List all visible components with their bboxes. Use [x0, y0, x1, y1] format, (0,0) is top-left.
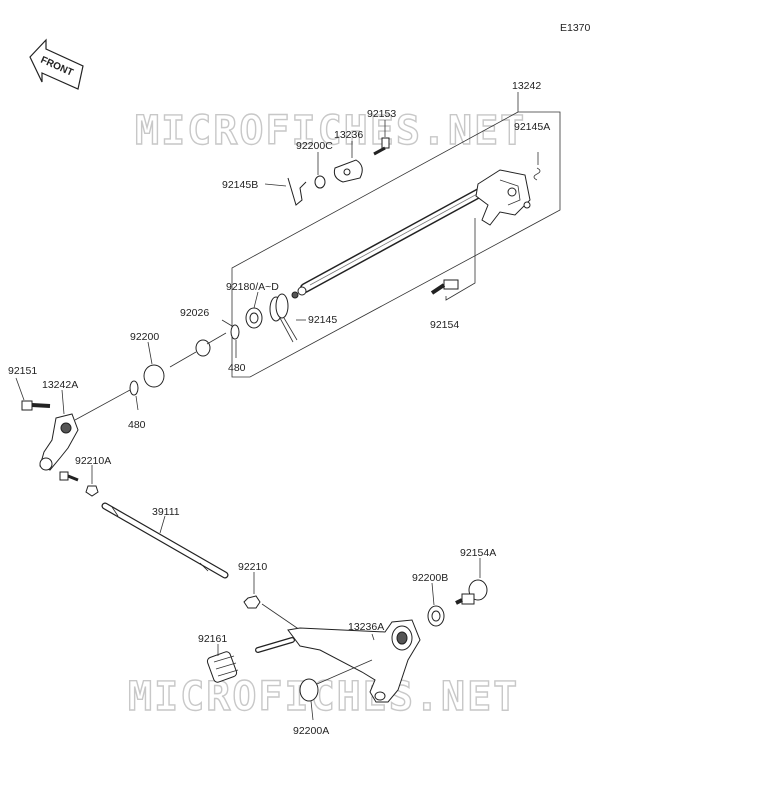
diagram-code: E1370 — [560, 22, 591, 34]
label-480-lower: 480 — [128, 419, 146, 431]
washer-92200C — [314, 175, 326, 189]
label-92200A: 92200A — [293, 725, 329, 737]
nut-92210 — [243, 595, 261, 609]
part-labels: 13242 92153 13236 92145A 92200C 92145B 9… — [8, 80, 550, 737]
rubber-92161 — [206, 651, 239, 683]
label-92154: 92154 — [430, 319, 459, 331]
washer-92200A — [299, 678, 319, 702]
pedal-13236A — [255, 619, 421, 703]
rod-39111 — [101, 502, 229, 579]
ring-92200-small — [195, 339, 211, 357]
label-13242A: 13242A — [42, 379, 78, 391]
ring-480-lower — [129, 380, 139, 396]
label-92145A: 92145A — [514, 121, 550, 133]
label-92161: 92161 — [198, 633, 227, 645]
label-13242: 13242 — [512, 80, 541, 92]
label-92154A: 92154A — [460, 547, 496, 559]
washer-92200 — [143, 364, 165, 388]
shift-shaft — [291, 169, 531, 299]
label-13236: 13236 — [334, 129, 363, 141]
spring-92145 — [269, 293, 298, 343]
label-92200B: 92200B — [412, 572, 448, 584]
bolt-92151 — [21, 400, 51, 411]
label-92210A: 92210A — [75, 455, 111, 467]
label-92145B: 92145B — [222, 179, 258, 191]
label-39111: 39111 — [152, 506, 180, 518]
spring-92145B — [287, 177, 307, 206]
bolt-92210A — [59, 471, 99, 497]
label-92180: 92180/A~D — [226, 281, 279, 293]
label-13236A: 13236A — [348, 621, 384, 633]
assembly-bracket-13242 — [231, 92, 561, 378]
label-92153: 92153 — [367, 108, 396, 120]
label-480-upper: 480 — [228, 362, 246, 374]
circlip-92026 — [230, 324, 240, 340]
front-arrow-icon: FRONT — [29, 38, 84, 90]
label-92200C: 92200C — [296, 140, 333, 152]
bolt-92153 — [373, 137, 390, 156]
label-92145: 92145 — [308, 314, 337, 326]
watermark-top: MICROFICHES.NET — [135, 108, 526, 154]
label-92151: 92151 — [8, 365, 37, 377]
label-92026: 92026 — [180, 307, 209, 319]
label-92210: 92210 — [238, 561, 267, 573]
label-92200: 92200 — [130, 331, 159, 343]
bolt-92154 — [430, 279, 459, 295]
lever-13242A — [39, 413, 79, 471]
spring-92145A — [533, 167, 541, 181]
bolt-92154A — [455, 579, 488, 605]
